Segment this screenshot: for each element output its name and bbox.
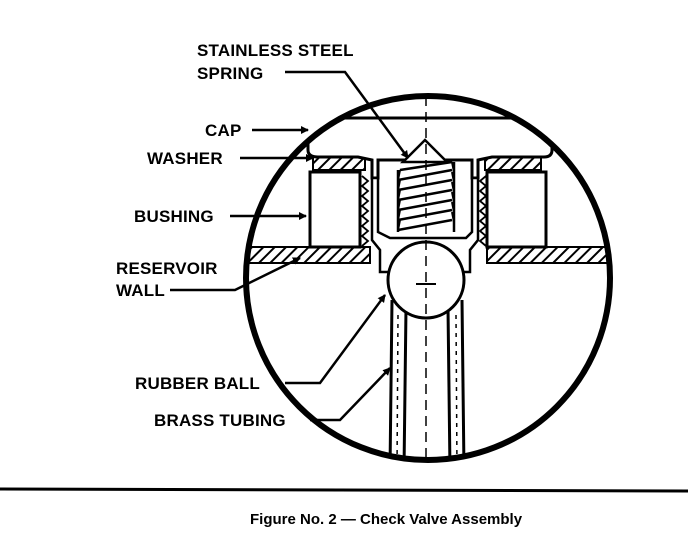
bushing bbox=[308, 170, 548, 249]
label-rubber-ball: RUBBER BALL bbox=[135, 374, 260, 393]
label-bushing: BUSHING bbox=[134, 207, 214, 226]
brass-tubing bbox=[388, 299, 466, 460]
label-cap: CAP bbox=[205, 121, 242, 140]
assembly-detail bbox=[246, 96, 610, 460]
reservoir-leader bbox=[170, 256, 301, 292]
label-spring-line2: SPRING bbox=[197, 64, 263, 83]
label-reservoir-line1: RESERVOIR bbox=[116, 259, 218, 278]
detail-circle bbox=[243, 93, 613, 463]
stem-housing bbox=[370, 176, 480, 274]
spring-leader bbox=[285, 70, 410, 159]
figure-caption: Figure No. 2 — Check Valve Assembly bbox=[250, 511, 523, 528]
tubing-leader bbox=[310, 367, 391, 422]
caption-rule bbox=[0, 487, 688, 493]
label-spring-line1: STAINLESS STEEL bbox=[197, 41, 354, 60]
label-brass-tubing: BRASS TUBING bbox=[154, 411, 286, 430]
reservoir-wall bbox=[246, 246, 610, 264]
ball-leader bbox=[285, 294, 387, 385]
leader-lines bbox=[170, 70, 410, 422]
label-reservoir-line2: WALL bbox=[116, 281, 165, 300]
label-washer: WASHER bbox=[147, 149, 223, 168]
